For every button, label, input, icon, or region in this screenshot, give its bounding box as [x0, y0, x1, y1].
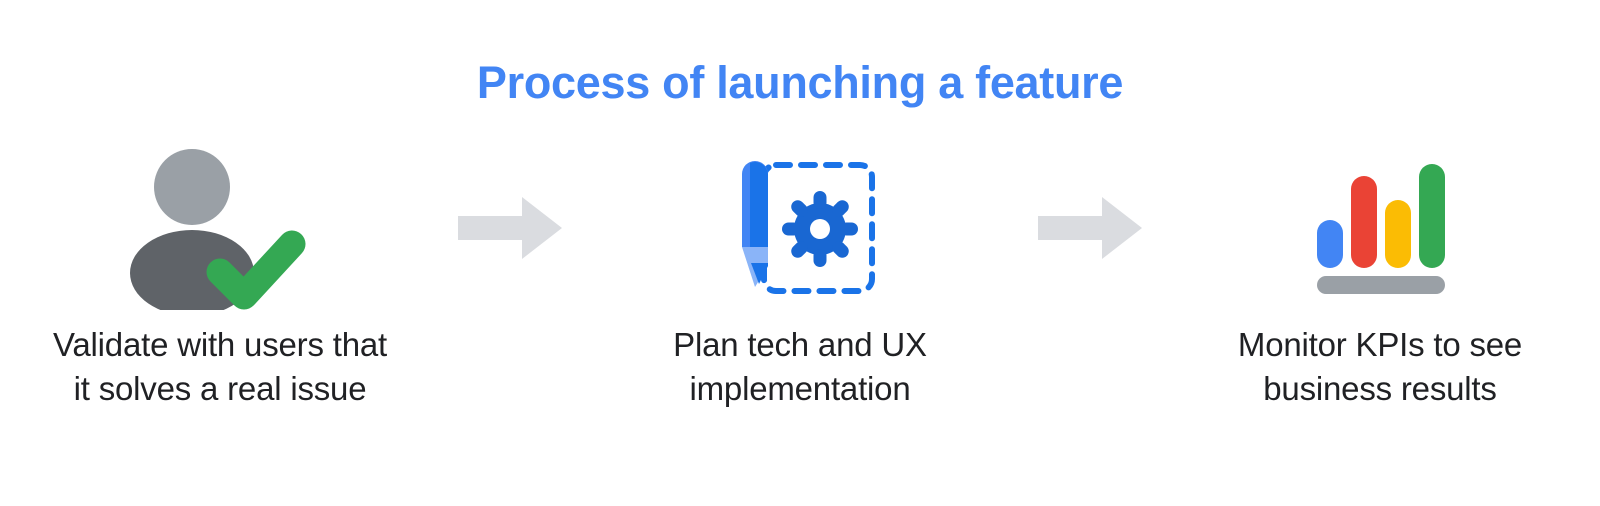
process-flow: Validate with users that it solves a rea… — [0, 140, 1600, 460]
step-validate-caption: Validate with users that it solves a rea… — [53, 326, 387, 407]
bar-4-green — [1419, 163, 1445, 268]
pencil-body-dark — [750, 161, 768, 247]
user-head-shape — [154, 149, 230, 225]
gear-icon — [782, 190, 858, 267]
bar-chart-icon — [1317, 163, 1445, 294]
bar-3-yellow — [1385, 199, 1411, 268]
connector-arrow-1 — [435, 140, 585, 315]
arrow-right-icon — [458, 196, 562, 259]
pencil-nib-dark — [751, 262, 768, 284]
step-validate[interactable]: Validate with users that it solves a rea… — [5, 140, 435, 411]
connector-arrow-2 — [1015, 140, 1165, 315]
step-plan-caption: Plan tech and UX implementation — [673, 326, 927, 407]
pencil-gear-icon — [742, 160, 875, 294]
step-monitor[interactable]: Monitor KPIs to see business results — [1165, 140, 1595, 411]
chart-baseline — [1317, 275, 1445, 294]
step-monitor-icon-box — [1165, 140, 1595, 315]
arrow-right-icon — [1038, 196, 1142, 259]
step-monitor-caption: Monitor KPIs to see business results — [1237, 326, 1523, 407]
step-plan-icon-box — [585, 140, 1015, 315]
user-check-icon — [130, 149, 306, 310]
step-plan[interactable]: Plan tech and UX implementation — [585, 140, 1015, 411]
page-title: Process of launching a feature — [476, 57, 1124, 108]
check-mark-icon — [206, 230, 306, 310]
step-validate-icon-box — [5, 140, 435, 315]
bar-2-red — [1351, 175, 1377, 268]
bar-1-blue — [1317, 219, 1343, 268]
